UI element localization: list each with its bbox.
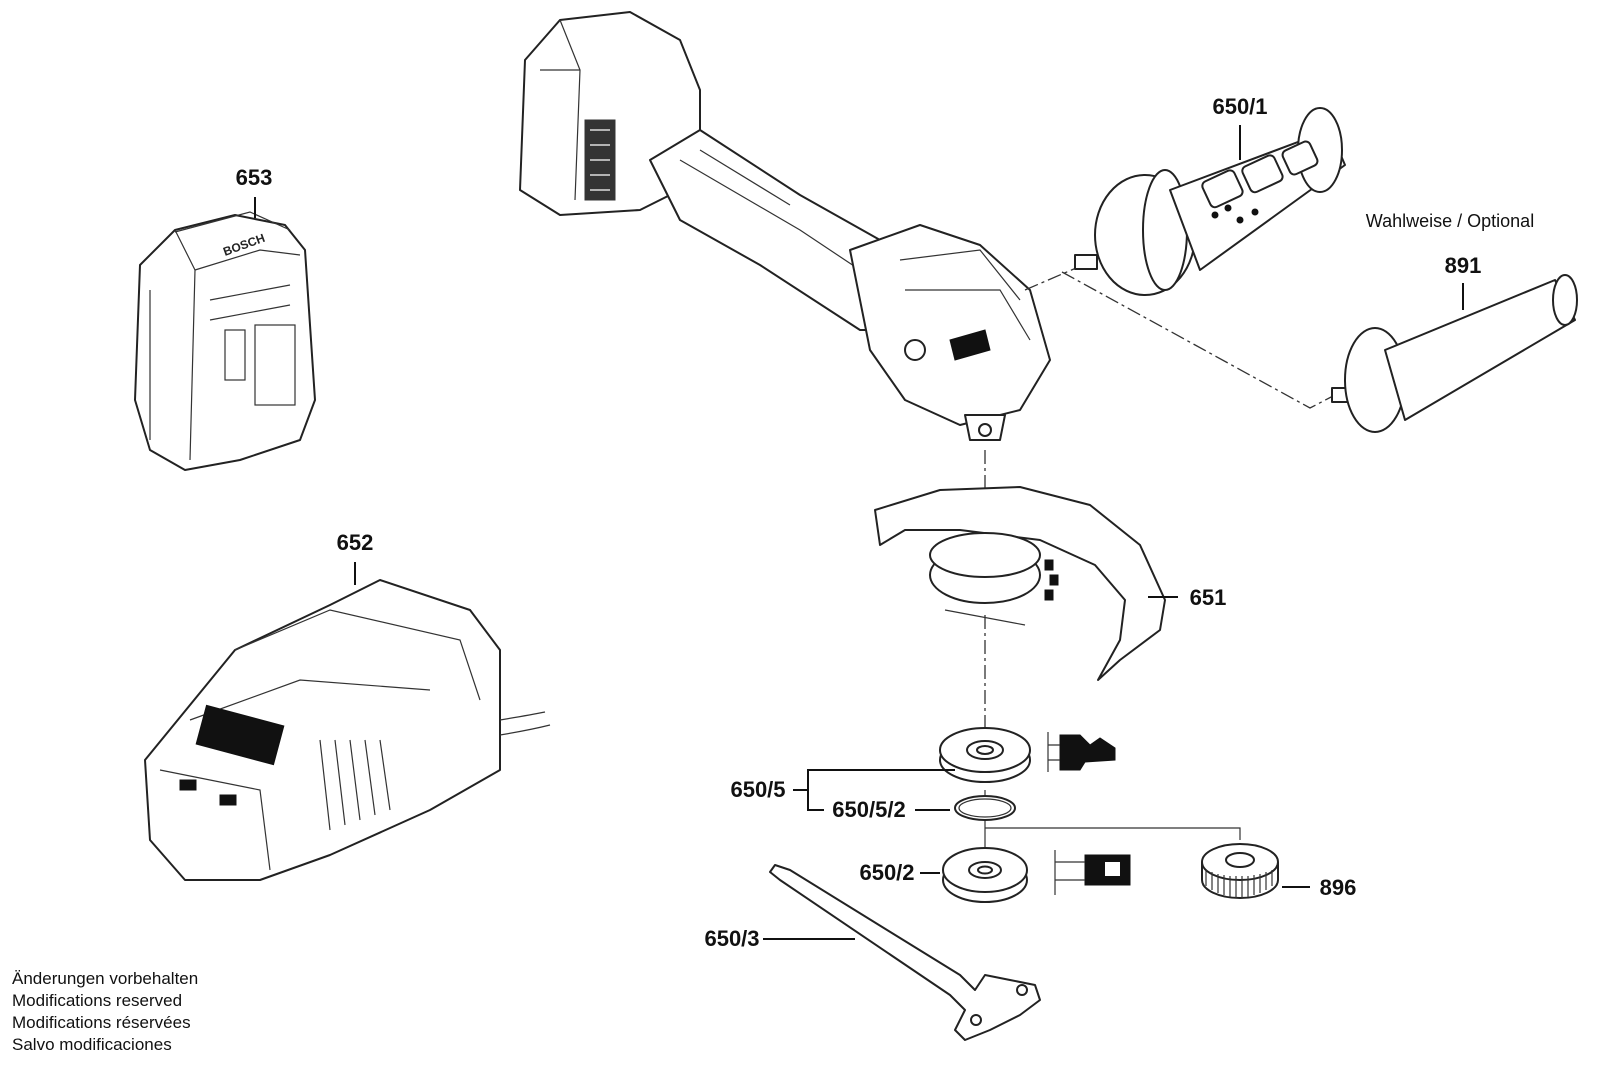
footer-note-es: Salvo modificaciones xyxy=(12,1035,172,1054)
part-label-891: 891 xyxy=(1445,253,1482,278)
flange-650-2 xyxy=(942,847,1131,903)
wheel-guard-651 xyxy=(874,486,1166,681)
optional-note: Wahlweise / Optional xyxy=(1366,211,1534,231)
part-label-650-5-2: 650/5/2 xyxy=(832,797,905,822)
battery-pack-653: BOSCH xyxy=(134,211,316,471)
footer-note-de: Änderungen vorbehalten xyxy=(12,969,199,988)
footer-note-en: Modifications reserved xyxy=(12,991,183,1010)
part-label-652: 652 xyxy=(337,530,374,555)
part-label-653: 653 xyxy=(236,165,273,190)
part-labels: 653 652 650/1 891 651 650/5 650/5/2 650/… xyxy=(236,94,1535,951)
part-label-896: 896 xyxy=(1320,875,1357,900)
part-label-650-2: 650/2 xyxy=(859,860,914,885)
flange-650-5 xyxy=(939,727,1116,783)
leader-lines xyxy=(254,125,1464,940)
footer-note-fr: Modifications réservées xyxy=(12,1013,191,1032)
angle-grinder-illustration xyxy=(519,11,1051,441)
part-label-650-1: 650/1 xyxy=(1212,94,1267,119)
part-label-650-3: 650/3 xyxy=(704,926,759,951)
handle-891 xyxy=(1331,274,1578,433)
o-ring-650-5-2 xyxy=(954,795,1016,821)
part-label-651: 651 xyxy=(1190,585,1227,610)
side-handle-650-1 xyxy=(1074,107,1346,296)
modifications-notice: Änderungen vorbehalten Modifications res… xyxy=(12,968,198,1056)
part-label-650-5: 650/5 xyxy=(730,777,785,802)
spanner-wrench-650-3 xyxy=(769,864,1041,1041)
quick-nut-896 xyxy=(1201,843,1279,899)
charger-652 xyxy=(144,579,551,881)
